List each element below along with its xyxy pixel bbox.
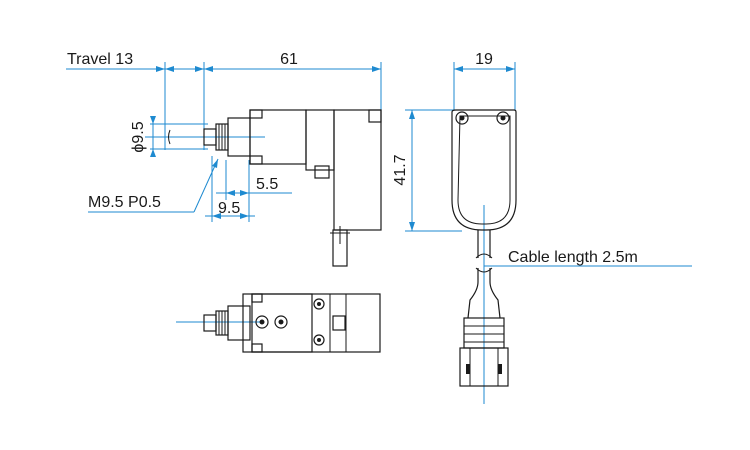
cable-connector-icon [459,317,509,387]
offset-label: 5.5 [256,176,278,193]
top-view [203,293,381,353]
thread-label: M9.5 P0.5 [88,194,161,211]
side-view [168,109,382,267]
dimension-lines [66,62,692,404]
height-label: 41.7 [392,154,409,185]
screw-head-icon [255,298,325,346]
width-label: 19 [475,51,493,68]
length-label: 61 [280,51,298,68]
travel-label: Travel 13 [67,51,133,68]
front-view [451,109,517,387]
thread-width-label: 9.5 [218,200,240,217]
diameter-label: ϕ9.5 [130,121,147,152]
cable-length-label: Cable length 2.5m [508,249,638,266]
